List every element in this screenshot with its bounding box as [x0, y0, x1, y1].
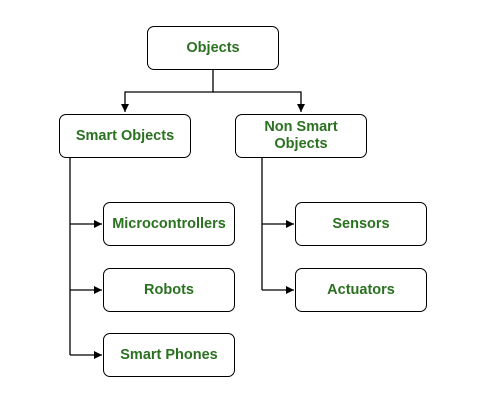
node-robots-label: Robots	[144, 281, 194, 298]
node-sensors-label: Sensors	[332, 215, 390, 232]
edge-root-to-smart-objects	[121, 70, 214, 112]
node-non-smart-objects: Non Smart Objects	[235, 114, 367, 158]
node-microcontrollers-label: Microcontrollers	[112, 215, 226, 232]
node-actuators-label: Actuators	[327, 281, 395, 298]
node-robots: Robots	[103, 268, 235, 312]
node-microcontrollers: Microcontrollers	[103, 202, 235, 246]
node-non-smart-objects-label: Non Smart Objects	[264, 119, 338, 152]
node-smart-objects-label: Smart Objects	[75, 127, 175, 144]
edge-root-to-non-smart-objects	[213, 91, 305, 112]
node-smart-objects: Smart Objects	[59, 114, 191, 158]
node-actuators: Actuators	[295, 268, 427, 312]
node-smart-phones: Smart Phones	[103, 333, 235, 377]
node-objects-label: Objects	[186, 39, 240, 56]
node-smart-phones-label: Smart Phones	[120, 346, 218, 363]
node-objects: Objects	[147, 26, 279, 70]
node-sensors: Sensors	[295, 202, 427, 246]
